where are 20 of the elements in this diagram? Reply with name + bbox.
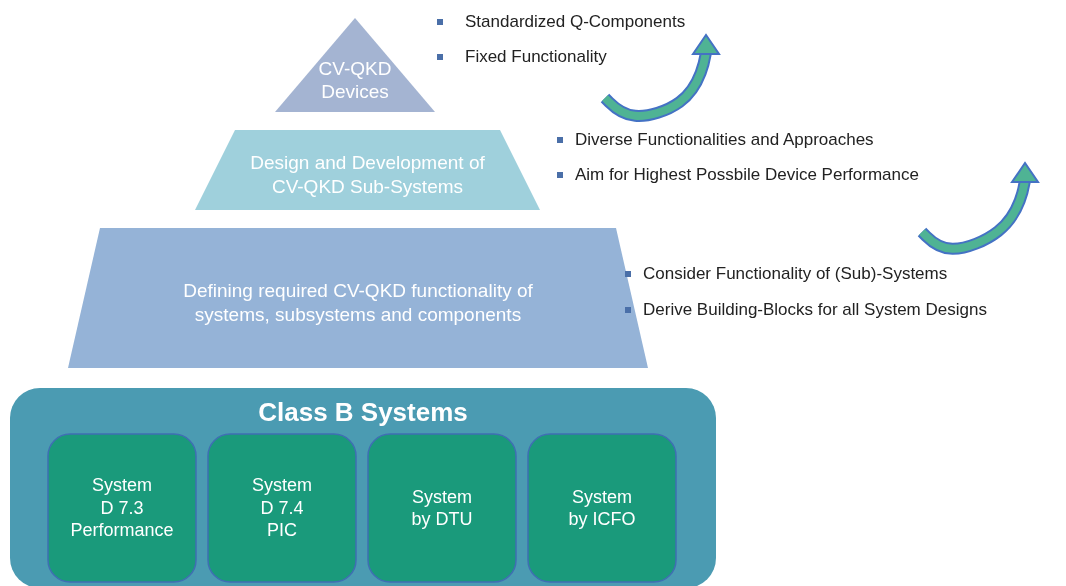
node-label: Performance [70, 519, 174, 542]
node-label: System [252, 474, 312, 497]
bullet-text: Derive Building-Blocks for all System Designs [643, 300, 987, 320]
bullet-text: Fixed Functionality [465, 47, 607, 67]
bullet-text: Consider Functionality of (Sub)-Systems [643, 264, 948, 284]
node-label: CV-QKD Devices [317, 56, 393, 104]
bullet-text: Standardized Q-Components [465, 12, 686, 32]
node-label: D 7.4 [260, 496, 304, 520]
node-label: by ICFO [568, 508, 636, 531]
node-label: System [92, 474, 152, 497]
node-label: System [412, 485, 472, 508]
node-label: System [572, 485, 632, 508]
node-label: PIC [267, 519, 297, 542]
bullet-text: Aim for Highest Possbile Device Performance [575, 165, 919, 185]
group-title: Class B Systems [258, 396, 468, 429]
node-label: Design and Development of CV-QKD Sub-Systems [249, 151, 486, 199]
bullet-text: Diverse Functionalities and Approaches [575, 130, 874, 150]
node-label: D 7.3 [100, 496, 144, 520]
node-label: by DTU [411, 508, 473, 531]
node-label: Defining required CV-QKD functionality of systems, subsystems and components [182, 279, 534, 327]
